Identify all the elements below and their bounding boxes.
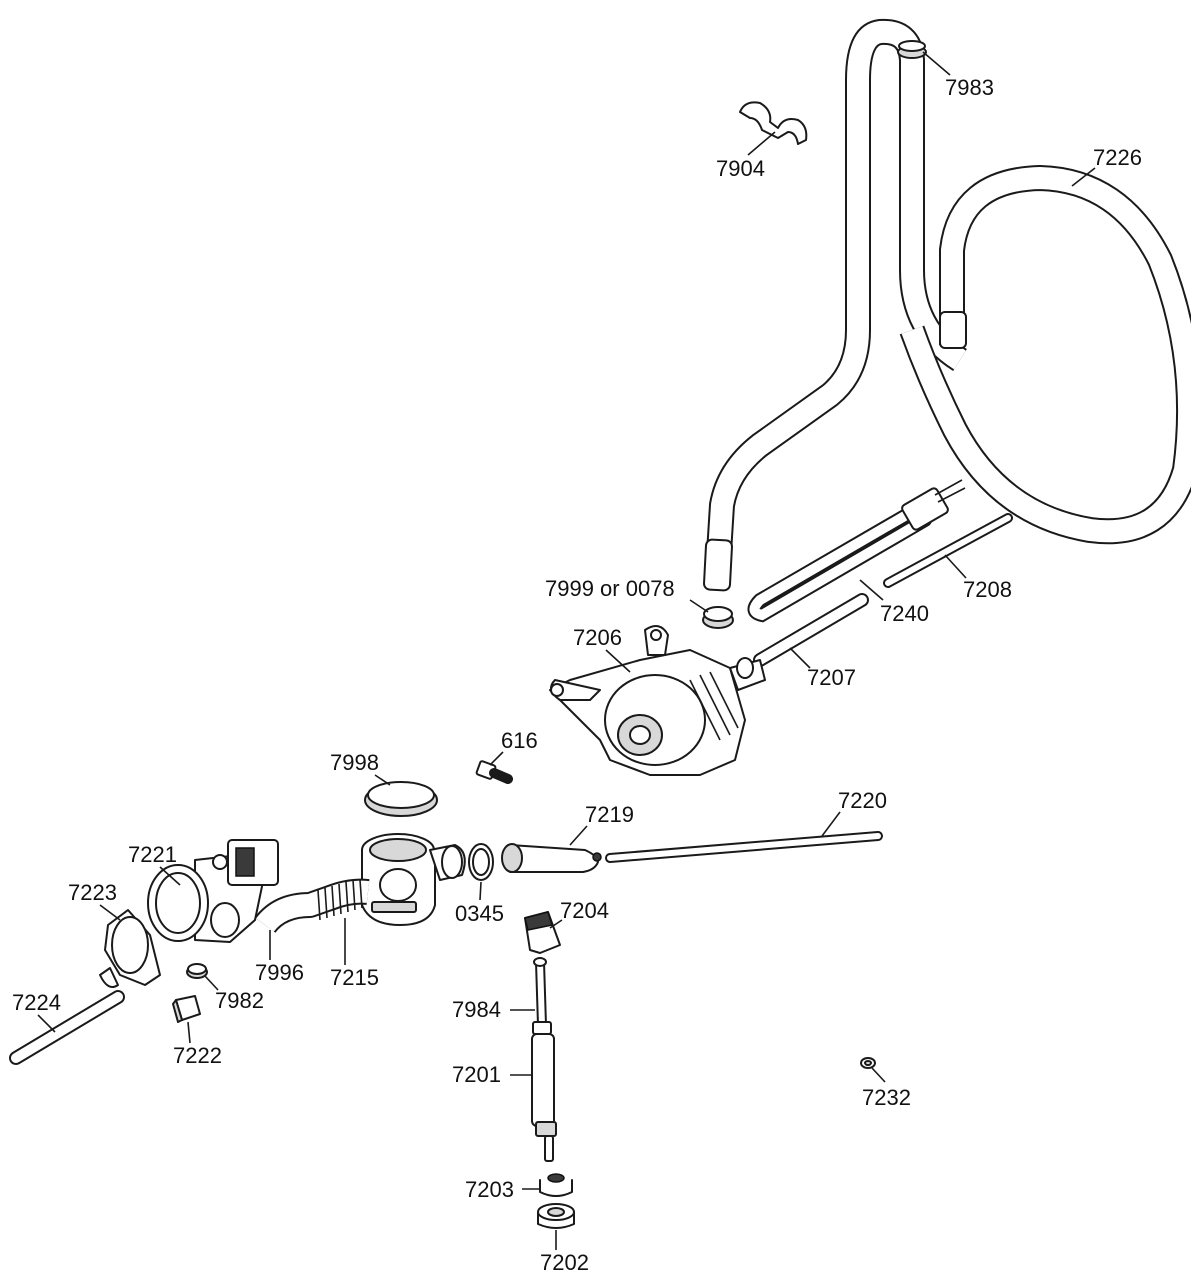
label-7201: 7201 <box>452 1062 501 1087</box>
screw-616 <box>475 760 513 784</box>
label-7983: 7983 <box>945 75 994 100</box>
hose-7224 <box>9 990 125 1065</box>
label-7984: 7984 <box>452 997 501 1022</box>
label-7206: 7206 <box>573 625 622 650</box>
label-7223: 7223 <box>68 880 117 905</box>
clamp-ring-7998 <box>364 781 438 817</box>
label-7207: 7207 <box>807 665 856 690</box>
label-7998: 7998 <box>330 750 379 775</box>
hose-7226 <box>899 165 1191 545</box>
label-7221: 7221 <box>128 842 177 867</box>
label-7904: 7904 <box>716 156 765 181</box>
part-7219 <box>501 843 602 873</box>
bushing-7202 <box>537 1203 575 1229</box>
clamp-7983 <box>897 40 927 59</box>
hose-7207 <box>753 593 869 667</box>
rod-7208 <box>883 513 1013 588</box>
hose-7215 <box>254 878 370 934</box>
label-7982: 7982 <box>215 988 264 1013</box>
pump-motor-7206 <box>549 625 766 776</box>
label-7224: 7224 <box>12 990 61 1015</box>
label-7240: 7240 <box>880 601 929 626</box>
label-7204: 7204 <box>560 898 609 923</box>
label-7226: 7226 <box>1093 145 1142 170</box>
label-7996: 7996 <box>255 960 304 985</box>
label-7208: 7208 <box>963 577 1012 602</box>
shock-absorber-7201 <box>531 957 557 1162</box>
plate-7223 <box>99 909 161 988</box>
label-7220: 7220 <box>838 788 887 813</box>
drain-pump-7221 <box>147 839 279 943</box>
label-7232: 7232 <box>862 1085 911 1110</box>
label-616: 616 <box>501 728 538 753</box>
clamp-7999 <box>702 606 734 629</box>
label-7999: 7999 or 0078 <box>545 576 675 601</box>
label-7203: 7203 <box>465 1177 514 1202</box>
rod-7220 <box>605 831 883 863</box>
washer-7982 <box>186 963 208 979</box>
label-7202: 7202 <box>540 1250 589 1275</box>
nut-7232 <box>860 1057 876 1069</box>
heater-7240 <box>747 479 966 623</box>
clip-7904 <box>739 101 808 145</box>
drain-hose <box>703 18 968 592</box>
label-7219: 7219 <box>585 802 634 827</box>
bushing-7203 <box>539 1173 573 1197</box>
label-0345: 0345 <box>455 901 504 926</box>
o-ring-0345 <box>468 843 494 881</box>
label-7215: 7215 <box>330 965 379 990</box>
label-7222: 7222 <box>173 1043 222 1068</box>
filter-housing <box>361 833 466 926</box>
part-7222 <box>172 995 201 1023</box>
connector-7204 <box>524 911 561 954</box>
